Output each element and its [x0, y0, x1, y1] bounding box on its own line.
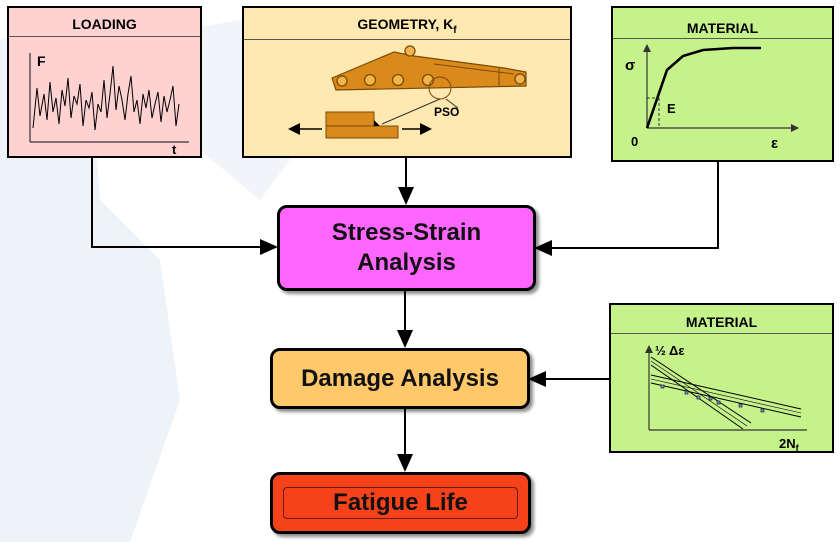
material-bottom-y-label: ½ Δε — [655, 343, 685, 358]
elastic-line-upper — [650, 374, 802, 410]
material-top-y-label: σ — [625, 57, 635, 74]
geometry-title-text: GEOMETRY, K — [357, 16, 454, 32]
fatigue-life-label: Fatigue Life — [333, 489, 468, 516]
elastic-line-mid — [650, 378, 802, 414]
stress-strain-analysis-box: Stress-Strain Analysis — [277, 205, 536, 291]
geometry-title: GEOMETRY, Kf — [244, 16, 570, 36]
geometry-title-subscript: f — [453, 24, 457, 36]
material-bottom-x-label-main: 2N — [779, 436, 796, 451]
stress-strain-curve-plot: σ 0 ε E — [625, 44, 799, 152]
loading-panel: LOADING F t — [7, 6, 202, 158]
material-top-origin-label: 0 — [631, 134, 638, 149]
material-top-x-label: ε — [771, 135, 778, 152]
strain-life-plot: ½ Δε 2Nf — [645, 343, 807, 451]
damage-analysis-label: Damage Analysis — [301, 364, 499, 392]
arrow-loading-to-stress — [91, 158, 278, 255]
material-top-title-rule — [613, 38, 832, 39]
fatigue-life-inner-frame — [283, 487, 518, 519]
material-top-panel: MATERIAL σ 0 ε E — [611, 6, 834, 162]
excavator-arm-drawing: PSO — [288, 45, 527, 139]
loading-x-label: t — [172, 142, 177, 156]
loading-signal-plot: F t — [29, 53, 189, 156]
elastic-line-lower — [650, 382, 802, 418]
material-bottom-title-rule — [611, 333, 832, 334]
material-bottom-panel: MATERIAL ½ Δε 2Nf — [609, 303, 834, 453]
material-top-modulus-label: E — [667, 101, 676, 116]
material-top-title: MATERIAL — [686, 20, 759, 36]
geometry-panel: GEOMETRY, Kf PSO — [242, 6, 572, 158]
geometry-title-rule — [244, 39, 570, 40]
stress-strain-curve — [645, 46, 761, 129]
damage-analysis-box: Damage Analysis — [270, 348, 530, 409]
stress-strain-line1: Stress-Strain — [331, 219, 482, 246]
plastic-line-upper — [650, 356, 752, 424]
load-time-history — [32, 65, 180, 131]
arrow-material-to-stress — [534, 162, 719, 256]
plastic-line-mid — [650, 360, 748, 427]
material-bottom-x-label-sub: f — [796, 443, 800, 451]
material-bottom-x-label: 2Nf — [779, 436, 800, 451]
fatigue-life-box: Fatigue Life — [270, 472, 531, 534]
loading-y-label: F — [37, 53, 46, 69]
material-bottom-title: MATERIAL — [685, 314, 758, 330]
stress-strain-line2: Analysis — [357, 249, 456, 276]
geometry-callout-label: PSO — [434, 105, 459, 119]
loading-title-rule — [9, 36, 200, 37]
loading-title: LOADING — [72, 16, 137, 32]
